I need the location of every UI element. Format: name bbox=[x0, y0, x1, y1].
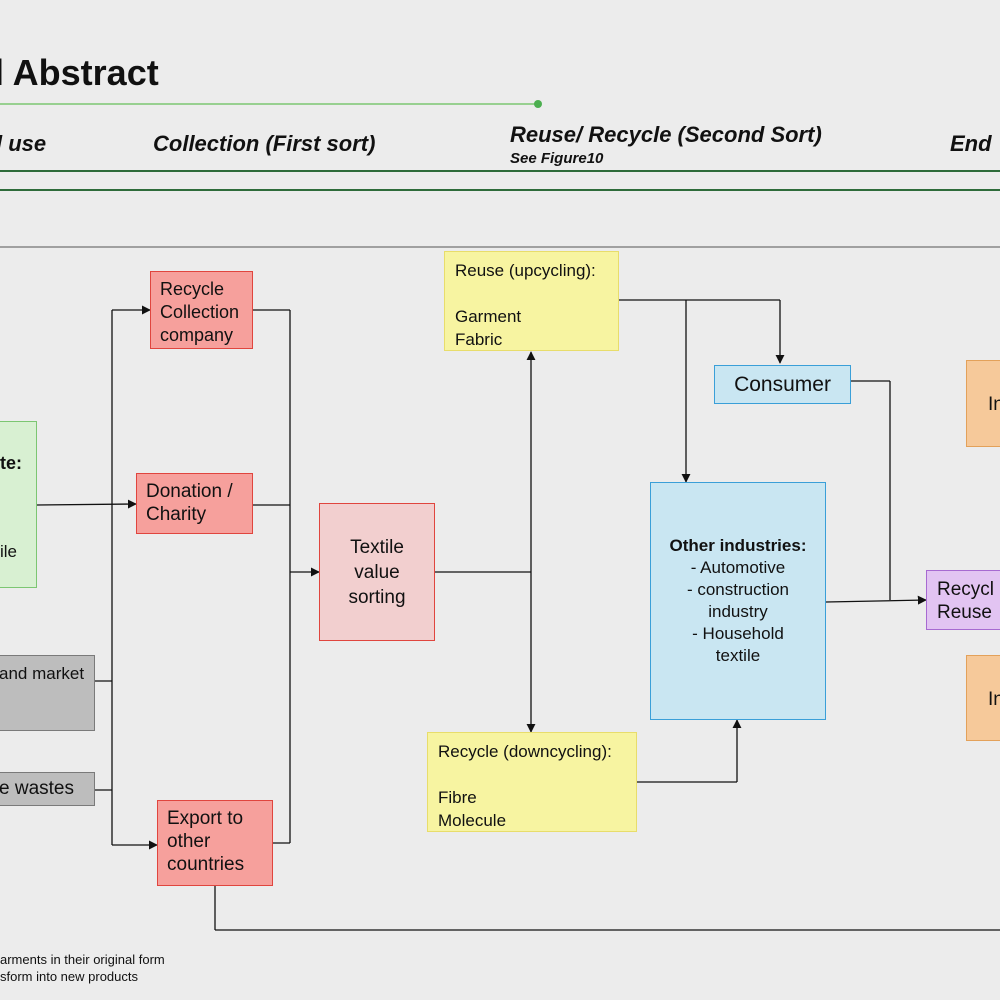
title-underline-dot bbox=[534, 100, 542, 108]
end-top-label: In bbox=[988, 394, 1000, 415]
stage-label-reuse-recycle: Reuse/ Recycle (Second Sort) bbox=[510, 122, 822, 147]
end-bottom-box: In bbox=[966, 655, 1000, 741]
reuse-upcycling-label: Reuse (upcycling): Garment Fabric bbox=[455, 261, 596, 349]
end-bottom-label: In bbox=[988, 689, 1000, 710]
recycle-collection-company-box: Recycle Collection company bbox=[150, 271, 253, 349]
recycle-reuse-box: Recycl Reuse bbox=[926, 570, 1000, 630]
reuse-upcycling-box: Reuse (upcycling): Garment Fabric bbox=[444, 251, 619, 351]
stage-label-collection: Collection (First sort) bbox=[153, 131, 376, 156]
donation-charity-box: Donation / Charity bbox=[136, 473, 253, 534]
page-title: l Abstract bbox=[0, 52, 159, 93]
footnote-line-1: arments in their original form bbox=[0, 952, 165, 967]
second-hand-market-label: and market bbox=[0, 664, 85, 683]
source-green-box: te: ile bbox=[0, 421, 37, 588]
consumer-box: Consumer bbox=[714, 365, 851, 404]
footnote-line-2: sform into new products bbox=[0, 969, 139, 984]
wastes-box: e wastes bbox=[0, 772, 95, 806]
export-box: Export to other countries bbox=[157, 800, 273, 886]
stage-sublabel-figure: See Figure10 bbox=[510, 150, 604, 167]
other-industries-title: Other industries: bbox=[669, 536, 807, 555]
textile-value-sorting-box: Textile value sorting bbox=[319, 503, 435, 641]
recycle-downcycling-label: Recycle (downcycling): Fibre Molecule bbox=[438, 742, 612, 830]
other-industries-list: - Automotive - construction industry - H… bbox=[686, 558, 790, 665]
stage-label-use: l use bbox=[0, 131, 47, 156]
recycle-collection-company-label: Recycle Collection company bbox=[160, 279, 240, 345]
other-industries-box: Other industries: - Automotive - constru… bbox=[650, 482, 826, 720]
donation-charity-label: Donation / Charity bbox=[146, 481, 233, 525]
textile-value-sorting-label: Textile value sorting bbox=[348, 536, 406, 608]
consumer-label: Consumer bbox=[734, 373, 831, 396]
source-green-title: te: bbox=[0, 453, 22, 473]
source-green-line: ile bbox=[0, 542, 18, 561]
second-hand-market-box: and market bbox=[0, 655, 95, 731]
recycle-reuse-label: Recycl Reuse bbox=[937, 579, 995, 623]
end-top-box: In bbox=[966, 360, 1000, 447]
stage-label-end: End bbox=[950, 131, 992, 156]
export-label: Export to other countries bbox=[167, 808, 245, 875]
recycle-downcycling-box: Recycle (downcycling): Fibre Molecule bbox=[427, 732, 637, 832]
wastes-label: e wastes bbox=[0, 778, 74, 799]
